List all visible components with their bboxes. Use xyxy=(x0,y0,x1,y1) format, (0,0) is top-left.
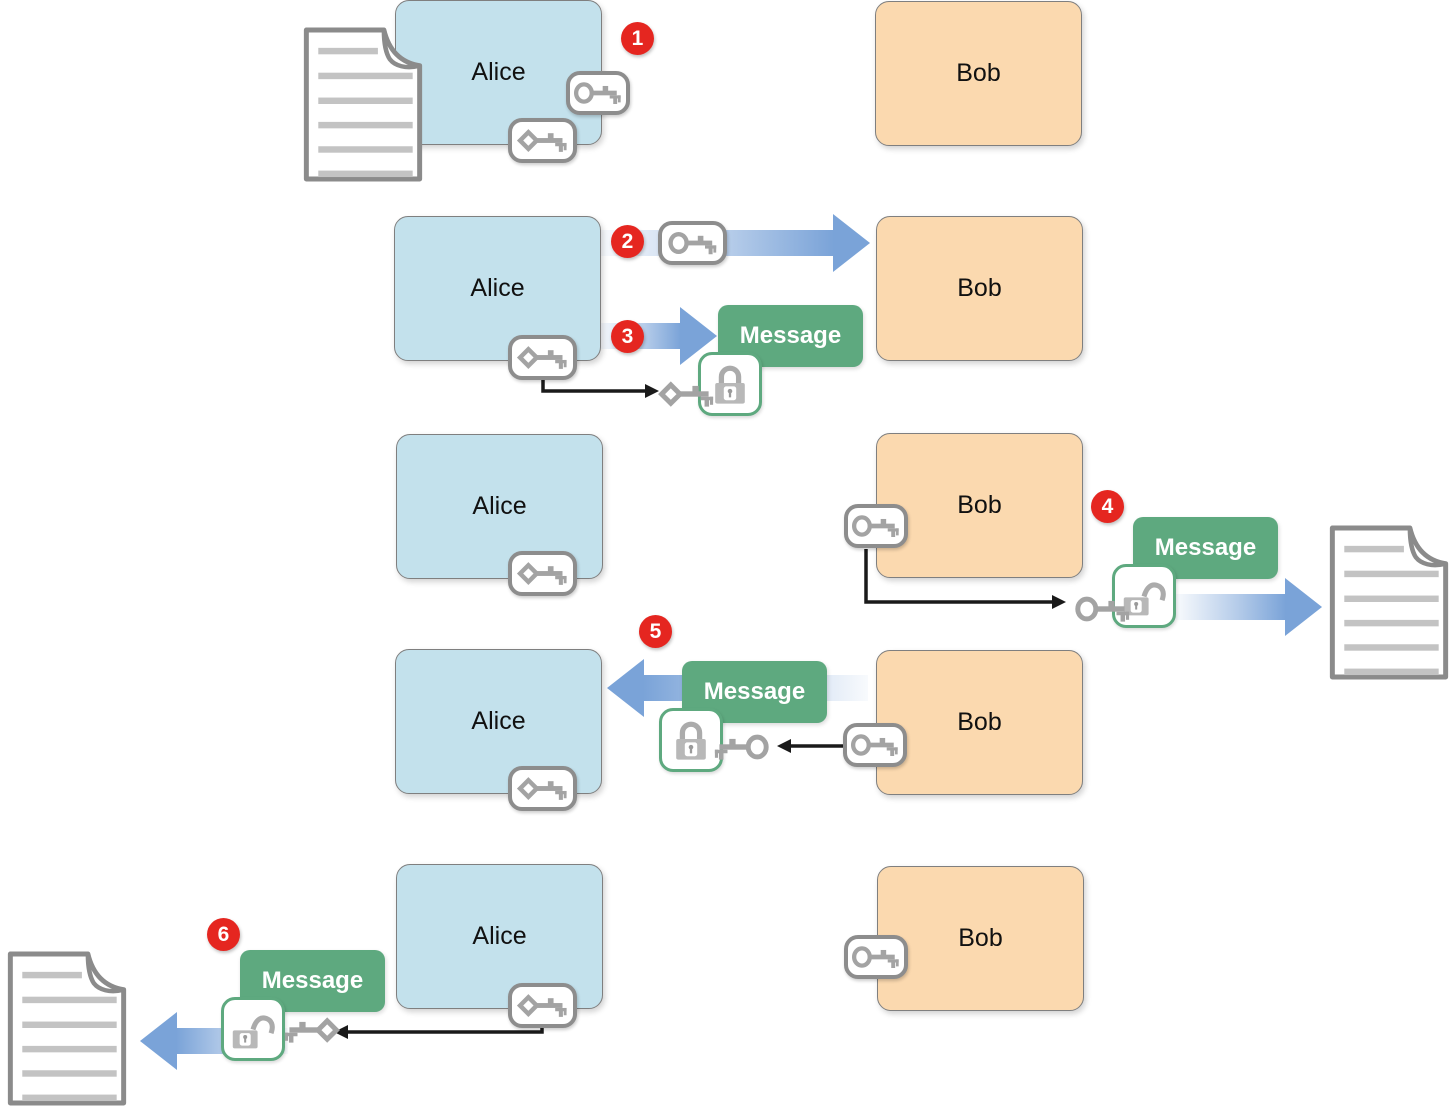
arrow-head-icon xyxy=(607,659,644,717)
public-key-in-transit xyxy=(658,221,727,265)
closed-padlock-icon xyxy=(670,718,712,762)
bob-public-key-step4 xyxy=(843,723,907,767)
arrow-head-icon xyxy=(833,214,870,272)
arrow-head-icon xyxy=(140,1012,177,1070)
diamond-head-key-icon xyxy=(517,772,569,805)
public-key-unlocking-step5 xyxy=(712,729,770,770)
private-key-unlocking-step3 xyxy=(658,376,716,417)
bob-label: Bob xyxy=(956,59,1001,87)
step-number: 5 xyxy=(649,619,662,643)
alice-box-step3: Alice xyxy=(396,434,603,579)
private-key-unlocking-step6 xyxy=(282,1012,340,1053)
bob-label: Bob xyxy=(957,274,1002,302)
arrow-tail xyxy=(1176,594,1286,620)
round-head-key-icon xyxy=(850,729,900,761)
bob-label: Bob xyxy=(957,708,1002,736)
arrow-head-icon xyxy=(1285,578,1322,636)
public-key-unlocking-step4 xyxy=(1074,591,1132,632)
round-head-key-icon xyxy=(1074,591,1132,627)
alice-label: Alice xyxy=(472,492,527,520)
diamond-head-key-icon xyxy=(517,989,569,1022)
round-head-key-icon xyxy=(573,77,623,109)
round-head-key-icon xyxy=(667,227,719,259)
plaintext-document-icon xyxy=(300,24,426,190)
alice-public-key xyxy=(566,71,630,115)
bob-box-step2: Bob xyxy=(876,216,1083,361)
alice-private-key-step2 xyxy=(508,335,577,380)
alice-label: Alice xyxy=(471,58,526,86)
message-box-step5: Message xyxy=(682,661,827,723)
diamond-head-key-icon xyxy=(282,1012,340,1048)
message-label: Message xyxy=(703,678,806,705)
arrow-message-to-document xyxy=(1176,578,1322,636)
message-label: Message xyxy=(739,322,842,349)
step-badge-6: 6 xyxy=(207,918,240,951)
diamond-head-key-icon xyxy=(517,557,569,590)
step-badge-3: 3 xyxy=(611,320,644,353)
bob-public-key-step5 xyxy=(844,935,908,979)
alice-private-key-step3 xyxy=(508,551,577,596)
alice-box-step4: Alice xyxy=(395,649,602,794)
bob-label: Bob xyxy=(957,491,1002,519)
step-badge-4: 4 xyxy=(1091,490,1124,523)
bob-public-key-step3 xyxy=(844,504,908,548)
alice-label: Alice xyxy=(470,274,525,302)
bob-box-step1: Bob xyxy=(875,1,1082,146)
decrypted-document-icon-bob xyxy=(1326,522,1452,688)
diamond-head-key-icon xyxy=(517,341,569,374)
step-number: 6 xyxy=(217,922,230,946)
alice-label: Alice xyxy=(472,922,527,950)
open-padlock-icon xyxy=(230,1008,276,1051)
bob-label: Bob xyxy=(958,924,1003,952)
diamond-head-key-icon xyxy=(658,376,716,412)
diamond-head-key-icon xyxy=(517,124,569,157)
step-badge-1: 1 xyxy=(621,22,654,55)
alice-label: Alice xyxy=(471,707,526,735)
alice-private-key-step1 xyxy=(508,118,577,163)
message-label: Message xyxy=(261,967,364,994)
round-head-key-icon xyxy=(851,510,901,542)
alice-private-key-step5 xyxy=(508,983,577,1028)
decrypted-message-lock-step6 xyxy=(221,997,285,1061)
step-badge-5: 5 xyxy=(639,615,672,648)
message-label: Message xyxy=(1154,534,1257,561)
decrypted-document-icon-alice xyxy=(4,948,130,1114)
alice-box-step2: Alice xyxy=(394,216,601,361)
bob-box-step4: Bob xyxy=(876,650,1083,795)
message-box-step3: Message xyxy=(718,305,863,367)
bob-box-step5: Bob xyxy=(877,866,1084,1011)
round-head-key-icon xyxy=(851,941,901,973)
bob-box-step3: Bob xyxy=(876,433,1083,578)
step-number: 4 xyxy=(1101,494,1114,518)
round-head-key-icon xyxy=(712,729,770,765)
step-number: 2 xyxy=(621,229,634,253)
encrypted-message-lock-step5 xyxy=(659,708,723,772)
alice-private-key-step4 xyxy=(508,766,577,811)
step-number: 3 xyxy=(621,324,634,348)
step-badge-2: 2 xyxy=(611,225,644,258)
step-number: 1 xyxy=(631,26,644,50)
